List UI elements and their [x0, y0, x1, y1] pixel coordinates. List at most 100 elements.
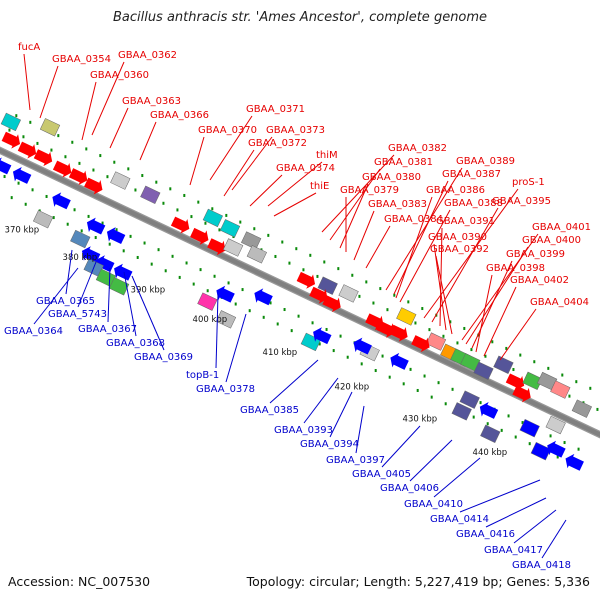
- track-dot: [463, 326, 466, 330]
- gene-label: GBAA_0418: [512, 560, 571, 571]
- track-dot: [190, 215, 193, 219]
- track-dot: [596, 407, 599, 411]
- gene-feature: [12, 167, 32, 184]
- track-dot: [491, 340, 494, 344]
- gene-box: [246, 245, 267, 264]
- track-dot: [486, 422, 489, 426]
- leader-line: [385, 167, 463, 291]
- track-dot: [136, 255, 139, 259]
- gene-label: GBAA_0371: [246, 104, 305, 115]
- leader-line: [409, 439, 453, 482]
- forward-cds-arrow: [505, 373, 525, 391]
- leader-line: [77, 261, 97, 308]
- track-dot: [563, 441, 566, 445]
- leader-line: [393, 180, 449, 295]
- leader-line: [231, 136, 273, 191]
- leader-line: [483, 286, 517, 357]
- track-dot: [568, 394, 571, 398]
- track-dot: [8, 128, 11, 132]
- track-dot: [302, 268, 305, 272]
- track-dot: [57, 134, 60, 138]
- tick-label: 410 kbp: [263, 348, 298, 358]
- reverse-cds-arrow: [313, 327, 332, 345]
- track-dot: [386, 308, 389, 312]
- gene-box: [300, 332, 321, 352]
- track-dot: [379, 287, 382, 291]
- gene-label: GBAA_0379: [340, 185, 399, 196]
- gene-box: [530, 441, 551, 461]
- gene-feature: [207, 238, 226, 256]
- reverse-cds-arrow: [12, 167, 32, 184]
- track-dot: [24, 202, 27, 206]
- gene-label: GBAA_0365: [36, 296, 95, 307]
- forward-cds-arrow: [17, 141, 37, 159]
- track-dot: [85, 147, 88, 151]
- gene-feature: [411, 335, 430, 353]
- track-dot: [290, 329, 293, 333]
- gene-feature: [545, 415, 566, 435]
- gene-label: thiM: [316, 150, 338, 161]
- gene-label: GBAA_0374: [276, 163, 335, 174]
- gene-feature: [52, 192, 71, 210]
- track-dot: [393, 293, 396, 297]
- track-dot: [428, 328, 431, 332]
- forward-cds-arrow: [389, 324, 408, 342]
- gene-box: [0, 112, 22, 132]
- gene-label: GBAA_0368: [106, 338, 165, 349]
- forward-cds-arrow: [512, 385, 531, 403]
- tick-label: 370 kbp: [5, 226, 40, 236]
- gene-label: GBAA_0416: [456, 529, 515, 540]
- gene-box: [493, 355, 514, 374]
- track-dot: [276, 322, 279, 326]
- track-dot: [416, 388, 419, 392]
- track-dot: [241, 288, 244, 292]
- leader-line: [365, 225, 391, 269]
- tick-label: 380 kbp: [63, 253, 98, 263]
- track-dot: [479, 401, 482, 405]
- track-dot: [10, 196, 13, 200]
- track-dot: [346, 355, 349, 359]
- gene-feature: [70, 229, 91, 249]
- gene-feature: [353, 337, 372, 355]
- gene-label: GBAA_0369: [134, 352, 193, 363]
- gene-feature: [17, 141, 37, 159]
- leader-line: [269, 359, 319, 404]
- track-dot: [169, 187, 172, 191]
- gene-feature: [530, 441, 551, 461]
- forward-cds-arrow: [411, 335, 430, 353]
- track-dot: [456, 341, 459, 345]
- gene-box: [571, 399, 592, 418]
- reverse-cds-arrow: [479, 402, 499, 419]
- gene-label: GBAA_0417: [484, 545, 543, 556]
- forward-cds-arrow: [190, 227, 209, 245]
- leader-line: [189, 136, 205, 186]
- gene-label: thiE: [310, 181, 329, 192]
- gene-label: GBAA_0405: [352, 469, 411, 480]
- backbone-line: [0, 147, 600, 438]
- track-dot: [309, 253, 312, 257]
- leader-line: [33, 267, 79, 325]
- gene-feature: [451, 402, 472, 421]
- reverse-cds-arrow: [86, 217, 106, 235]
- gene-box: [396, 307, 417, 326]
- tick-label: 400 kbp: [193, 315, 228, 325]
- forward-cds-arrow: [84, 177, 103, 195]
- leader-line: [107, 267, 111, 323]
- track-dot: [500, 428, 503, 432]
- gene-label: GBAA_0372: [248, 138, 307, 149]
- gene-box: [110, 171, 131, 190]
- leader-line: [499, 308, 537, 361]
- track-dot: [274, 254, 277, 258]
- leader-line: [91, 61, 125, 136]
- gene-box: [480, 424, 501, 443]
- gene-feature: [1, 131, 21, 149]
- leader-line: [329, 391, 353, 438]
- leader-line: [65, 249, 73, 295]
- reverse-cds-arrow: [114, 263, 133, 281]
- track-dot: [451, 387, 454, 391]
- gene-feature: [81, 246, 101, 264]
- gene-feature: [106, 227, 126, 245]
- track-dot: [211, 207, 214, 211]
- gene-feature: [547, 440, 566, 458]
